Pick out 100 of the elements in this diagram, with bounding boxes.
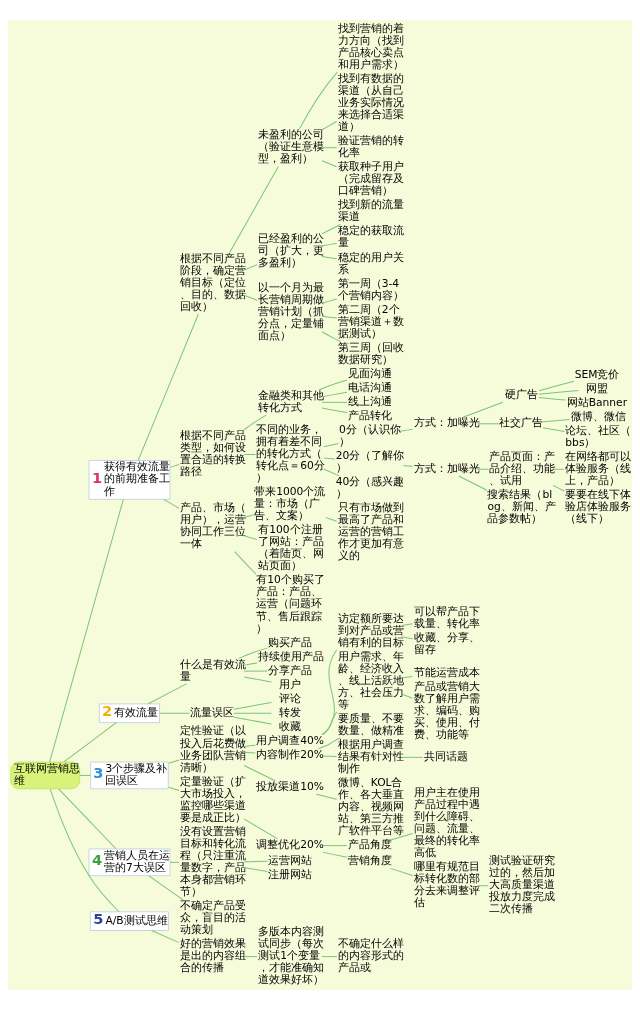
node-text: 不确定产品受众，盲目的活动策划 — [180, 898, 247, 936]
node-text: 要要在线下体验店体验服务（线下） — [565, 487, 632, 525]
connector — [401, 693, 413, 699]
connector — [401, 756, 424, 758]
node-text: 找到有数据的渠道（从自己业务实际情况来选择合适渠道） — [337, 71, 404, 133]
node-text: 内容制作20% — [256, 747, 324, 761]
connector — [49, 788, 120, 912]
connector — [477, 422, 500, 424]
node-text: 转发 — [278, 705, 301, 719]
connector — [243, 294, 258, 301]
node-text: 找到新的流量渠道 — [337, 197, 404, 223]
node-text: 社交广告 — [499, 415, 544, 429]
connector — [63, 721, 117, 762]
connector — [317, 737, 341, 749]
node-text: 搜索结果（blog、新闻、产品参数帖） — [487, 487, 556, 525]
node-text: 第三周（回收数据研究） — [337, 340, 404, 366]
connector — [243, 670, 268, 672]
node-text: 未盈利的公司（验证生意模型，盈利） — [258, 127, 325, 165]
node-text: 用户 — [278, 677, 301, 691]
node-text: 方式：加曝光 — [413, 461, 480, 475]
connector — [390, 832, 413, 840]
connector — [399, 428, 413, 432]
connector — [542, 426, 565, 432]
connector — [321, 955, 338, 957]
connector — [323, 755, 338, 757]
connector — [323, 844, 348, 846]
connector — [159, 712, 191, 714]
node-text: 找到营销的着力方向（找到产品核心卖点和用户需求） — [337, 21, 404, 71]
node-text: 已经盈利的公司（扩大，更多盈利） — [258, 231, 325, 269]
connector — [243, 534, 258, 540]
node-text: 第二周（2个营销渠道＋数据测试） — [337, 302, 404, 340]
node-text: 访定额所要达到对产品或营销有利的目标 — [337, 611, 404, 649]
connector — [463, 401, 504, 418]
node-text: 评论 — [278, 691, 301, 705]
node-text: 线上沟通 — [347, 394, 392, 408]
node-text: 稳定的获取流量 — [337, 223, 404, 249]
node-text: 运营网站 — [268, 853, 313, 867]
connector — [243, 818, 278, 839]
connector — [321, 315, 338, 319]
connector — [322, 851, 348, 858]
connector — [325, 516, 338, 522]
node-text: 用户调查40% — [256, 733, 324, 747]
connector — [243, 955, 258, 957]
connector — [321, 255, 338, 259]
node-box: 5A/B测试思维 — [90, 910, 169, 931]
node-text: 不确定什么样的内容形式的产品或 — [337, 936, 404, 974]
node-text: 0分（认识你） — [339, 422, 401, 448]
node-text: 多版本内容测试同步（每次测试1个变量，才能准确知道效果好坏） — [258, 924, 325, 986]
node-text: 节能运营成本 — [413, 665, 480, 679]
connector — [538, 396, 567, 401]
connector — [233, 712, 272, 714]
connector — [321, 146, 338, 148]
node-text: 微博、微信 — [570, 409, 626, 423]
connector — [323, 442, 339, 447]
connector — [321, 298, 338, 304]
connector — [234, 550, 257, 575]
connector — [229, 165, 279, 253]
node-text: 网站Banner — [566, 395, 628, 409]
node-text: 持续使用产品 — [258, 649, 325, 663]
connector — [552, 484, 565, 491]
node-text: 营销角度 — [347, 853, 392, 867]
node-text: 硬广告 — [504, 387, 538, 401]
connector — [321, 407, 348, 413]
connector — [318, 378, 348, 390]
connector — [321, 223, 341, 234]
node-text: 定量验证（扩大市场投入，监控哪些渠道要是成正比） — [180, 774, 247, 824]
connector — [163, 498, 180, 509]
node-text: 可以帮产品下载量、转化率 — [413, 604, 480, 630]
node-text: 以一个月为最长营销周期做营销计划（抓分点，定量铺面点） — [258, 280, 325, 342]
connector — [243, 764, 276, 781]
connector — [321, 711, 338, 735]
connector — [401, 675, 413, 678]
node-text: 产品角度 — [347, 837, 392, 851]
node-text: 投放渠道10% — [256, 779, 324, 793]
connector — [321, 401, 348, 403]
node-text: 有10个购买了产品：产品、运营（问题环节、售后跟踪） — [256, 572, 325, 635]
node-text: 分享产品 — [268, 663, 313, 677]
node-box: 互联网营销思维 — [10, 761, 80, 789]
node-text: 根据不同产品阶段，确定营销目标（定位、目的、数据回收） — [180, 251, 247, 313]
connector — [552, 468, 565, 470]
node-text: 收藏、分享、留存 — [413, 630, 480, 656]
node-text: 方式：加曝光 — [413, 415, 480, 429]
connector — [233, 716, 272, 725]
node-text: 测试验证研究过的，然后加大高质量渠道投放力度完成二次传播 — [489, 853, 556, 915]
connector — [402, 464, 413, 467]
connector — [458, 474, 488, 491]
node-text: SEM竞价 — [574, 367, 620, 381]
connector — [233, 701, 272, 710]
connector — [316, 793, 338, 800]
connector — [148, 874, 184, 900]
node-text: 产品或营销大数了解用户需求、编码、购买、使用、付费、功能等 — [413, 679, 480, 741]
connector — [321, 242, 338, 246]
node-text: 没有设置营销目标和转化流程（只注重流量数字，产品本身都营销环节） — [180, 824, 247, 898]
node-text: 见面沟通 — [347, 366, 392, 380]
node-text: 收藏 — [278, 719, 301, 733]
connector — [243, 661, 258, 666]
node-text: 带来1000个流量：市场（广告、文案） — [254, 484, 326, 522]
node-text: 用户需求、年龄、经济收入、线上活跃地方、社会压力等 — [337, 649, 404, 711]
node-text: 什么是有效流量 — [180, 657, 247, 683]
node-text: 论坛、社区（bbs） — [565, 423, 632, 449]
